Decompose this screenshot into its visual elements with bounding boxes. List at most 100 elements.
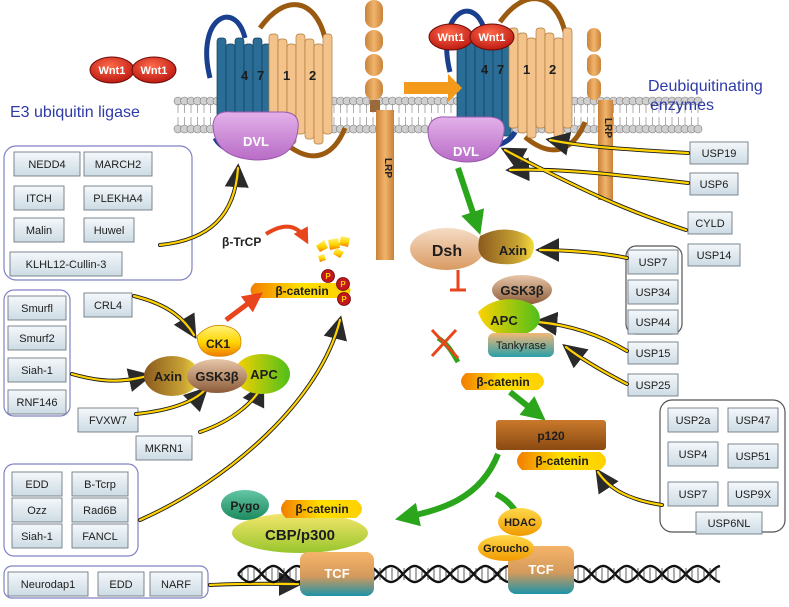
protein-box: USP44: [627, 309, 679, 335]
protein-label: CRL4: [94, 300, 122, 312]
protein-label: B-Tcrp: [84, 479, 116, 491]
beta-catenin-label: β-catenin: [476, 375, 529, 389]
protein-box: Siah-1: [11, 523, 63, 549]
protein-label: Smurfl: [21, 303, 53, 315]
gsk3b-active: GSK3β: [492, 275, 552, 305]
tm-helix-label: 4: [241, 68, 249, 83]
apc-label: APC: [250, 367, 278, 382]
protein-label: USP19: [702, 148, 737, 160]
protein-box: USP15: [627, 341, 679, 365]
protein-box: USP19: [689, 141, 749, 165]
beta-catenin-label: β-catenin: [295, 502, 348, 516]
hdac: HDAC: [498, 508, 542, 536]
p120: p120: [496, 420, 606, 450]
tm-helix-label: 2: [309, 68, 316, 83]
activation-arrow-green: [508, 389, 546, 421]
dub-heading-line2: enzymes: [650, 97, 714, 114]
dvl-right: DVL: [427, 116, 505, 163]
protein-label: USP6: [700, 179, 729, 191]
protein-label: USP7: [679, 489, 708, 501]
protein-box: RNF146: [7, 389, 67, 415]
wnt-label: Wnt1: [141, 65, 168, 77]
p120-label: p120: [537, 429, 565, 443]
protein-box: Smurf2: [7, 325, 67, 351]
protein-box: MARCH2: [83, 151, 153, 177]
ck1: CK1: [196, 324, 242, 357]
protein-label: CYLD: [695, 218, 724, 230]
protein-box: EDD: [11, 471, 63, 497]
protein-box: Ozz: [11, 497, 63, 523]
tcf-label: TCF: [528, 562, 553, 577]
protein-box: NEDD4: [13, 151, 81, 177]
protein-label: USP2a: [676, 415, 712, 427]
protein-box: MKRN1: [135, 435, 193, 461]
protein-box: USP7: [627, 249, 679, 275]
protein-box: KLHL12-Cullin-3: [9, 251, 123, 277]
tcf-active: TCF: [300, 552, 374, 596]
wnt-ligand-left: Wnt1 Wnt1: [89, 56, 177, 84]
e3-group-1: [3, 145, 193, 281]
tm-helix-label: 7: [497, 62, 504, 77]
protein-box: USP6: [689, 172, 739, 196]
blocked-mark: [430, 328, 461, 364]
lrp-label-left: LRP: [382, 158, 393, 178]
phospho-label: P: [341, 295, 347, 304]
protein-box: Neurodap1: [7, 571, 89, 597]
phosphorylation-arrow: [224, 292, 263, 322]
protein-label: USP34: [636, 287, 671, 299]
protein-box: FVXW7: [77, 407, 139, 433]
protein-box: ITCH: [13, 185, 65, 211]
protein-box: Malin: [13, 217, 65, 243]
ubiquitin-arrow: [264, 224, 309, 245]
protein-label: USP44: [636, 317, 671, 329]
protein-label: USP4: [679, 449, 708, 461]
axin-label: Axin: [499, 243, 527, 258]
wnt-ligand-right: Wnt1 Wnt1: [428, 23, 515, 51]
e3-group-2: [3, 289, 71, 417]
regulation-arrows-highlight: [70, 138, 690, 587]
protein-label: MKRN1: [145, 443, 184, 455]
lrp-left: LRP: [365, 0, 394, 260]
lrp-label-right: LRP: [602, 118, 613, 138]
beta-catenin-nuclear: β-catenin: [281, 500, 362, 518]
beta-catenin-p120: β-catenin: [517, 452, 606, 470]
protein-label: NARF: [161, 579, 191, 591]
protein-box: NARF: [149, 571, 203, 597]
protein-label: MARCH2: [95, 159, 141, 171]
beta-catenin-label: β-catenin: [535, 454, 588, 468]
protein-box: USP47: [727, 407, 779, 433]
beta-catenin-label: β-catenin: [275, 284, 328, 298]
protein-box: Siah-1: [7, 357, 67, 383]
protein-box: Smurfl: [7, 295, 67, 321]
protein-box: USP9X: [727, 481, 779, 507]
dvl-label: DVL: [243, 134, 269, 149]
protein-label: USP9X: [735, 489, 772, 501]
axin-label: Axin: [154, 369, 182, 384]
activation-arrow-green: [455, 167, 485, 235]
tm-helix-label: 7: [257, 68, 264, 83]
phospho-label: P: [340, 280, 346, 289]
protein-label: ITCH: [26, 193, 52, 205]
wnt-label: Wnt1: [479, 32, 506, 44]
protein-label: Ozz: [27, 505, 47, 517]
protein-box: CYLD: [687, 211, 733, 235]
protein-box: USP2a: [667, 407, 719, 433]
protein-label: USP15: [636, 348, 671, 360]
protein-box: USP14: [687, 243, 741, 267]
wnt-label: Wnt1: [438, 32, 465, 44]
cbp-label: CBP/p300: [265, 527, 335, 544]
apc-label: APC: [490, 313, 518, 328]
protein-box: USP34: [627, 279, 679, 305]
protein-label: Huwel: [94, 225, 125, 237]
protein-box: USP7: [667, 481, 719, 507]
degraded-beta-catenin: [316, 236, 350, 262]
pygo-label: Pygo: [230, 499, 259, 513]
protein-box: PLEKHA4: [83, 185, 153, 211]
protein-label: Rad6B: [83, 505, 117, 517]
tankyrase: Tankyrase: [488, 333, 554, 357]
protein-label: USP14: [697, 250, 732, 262]
